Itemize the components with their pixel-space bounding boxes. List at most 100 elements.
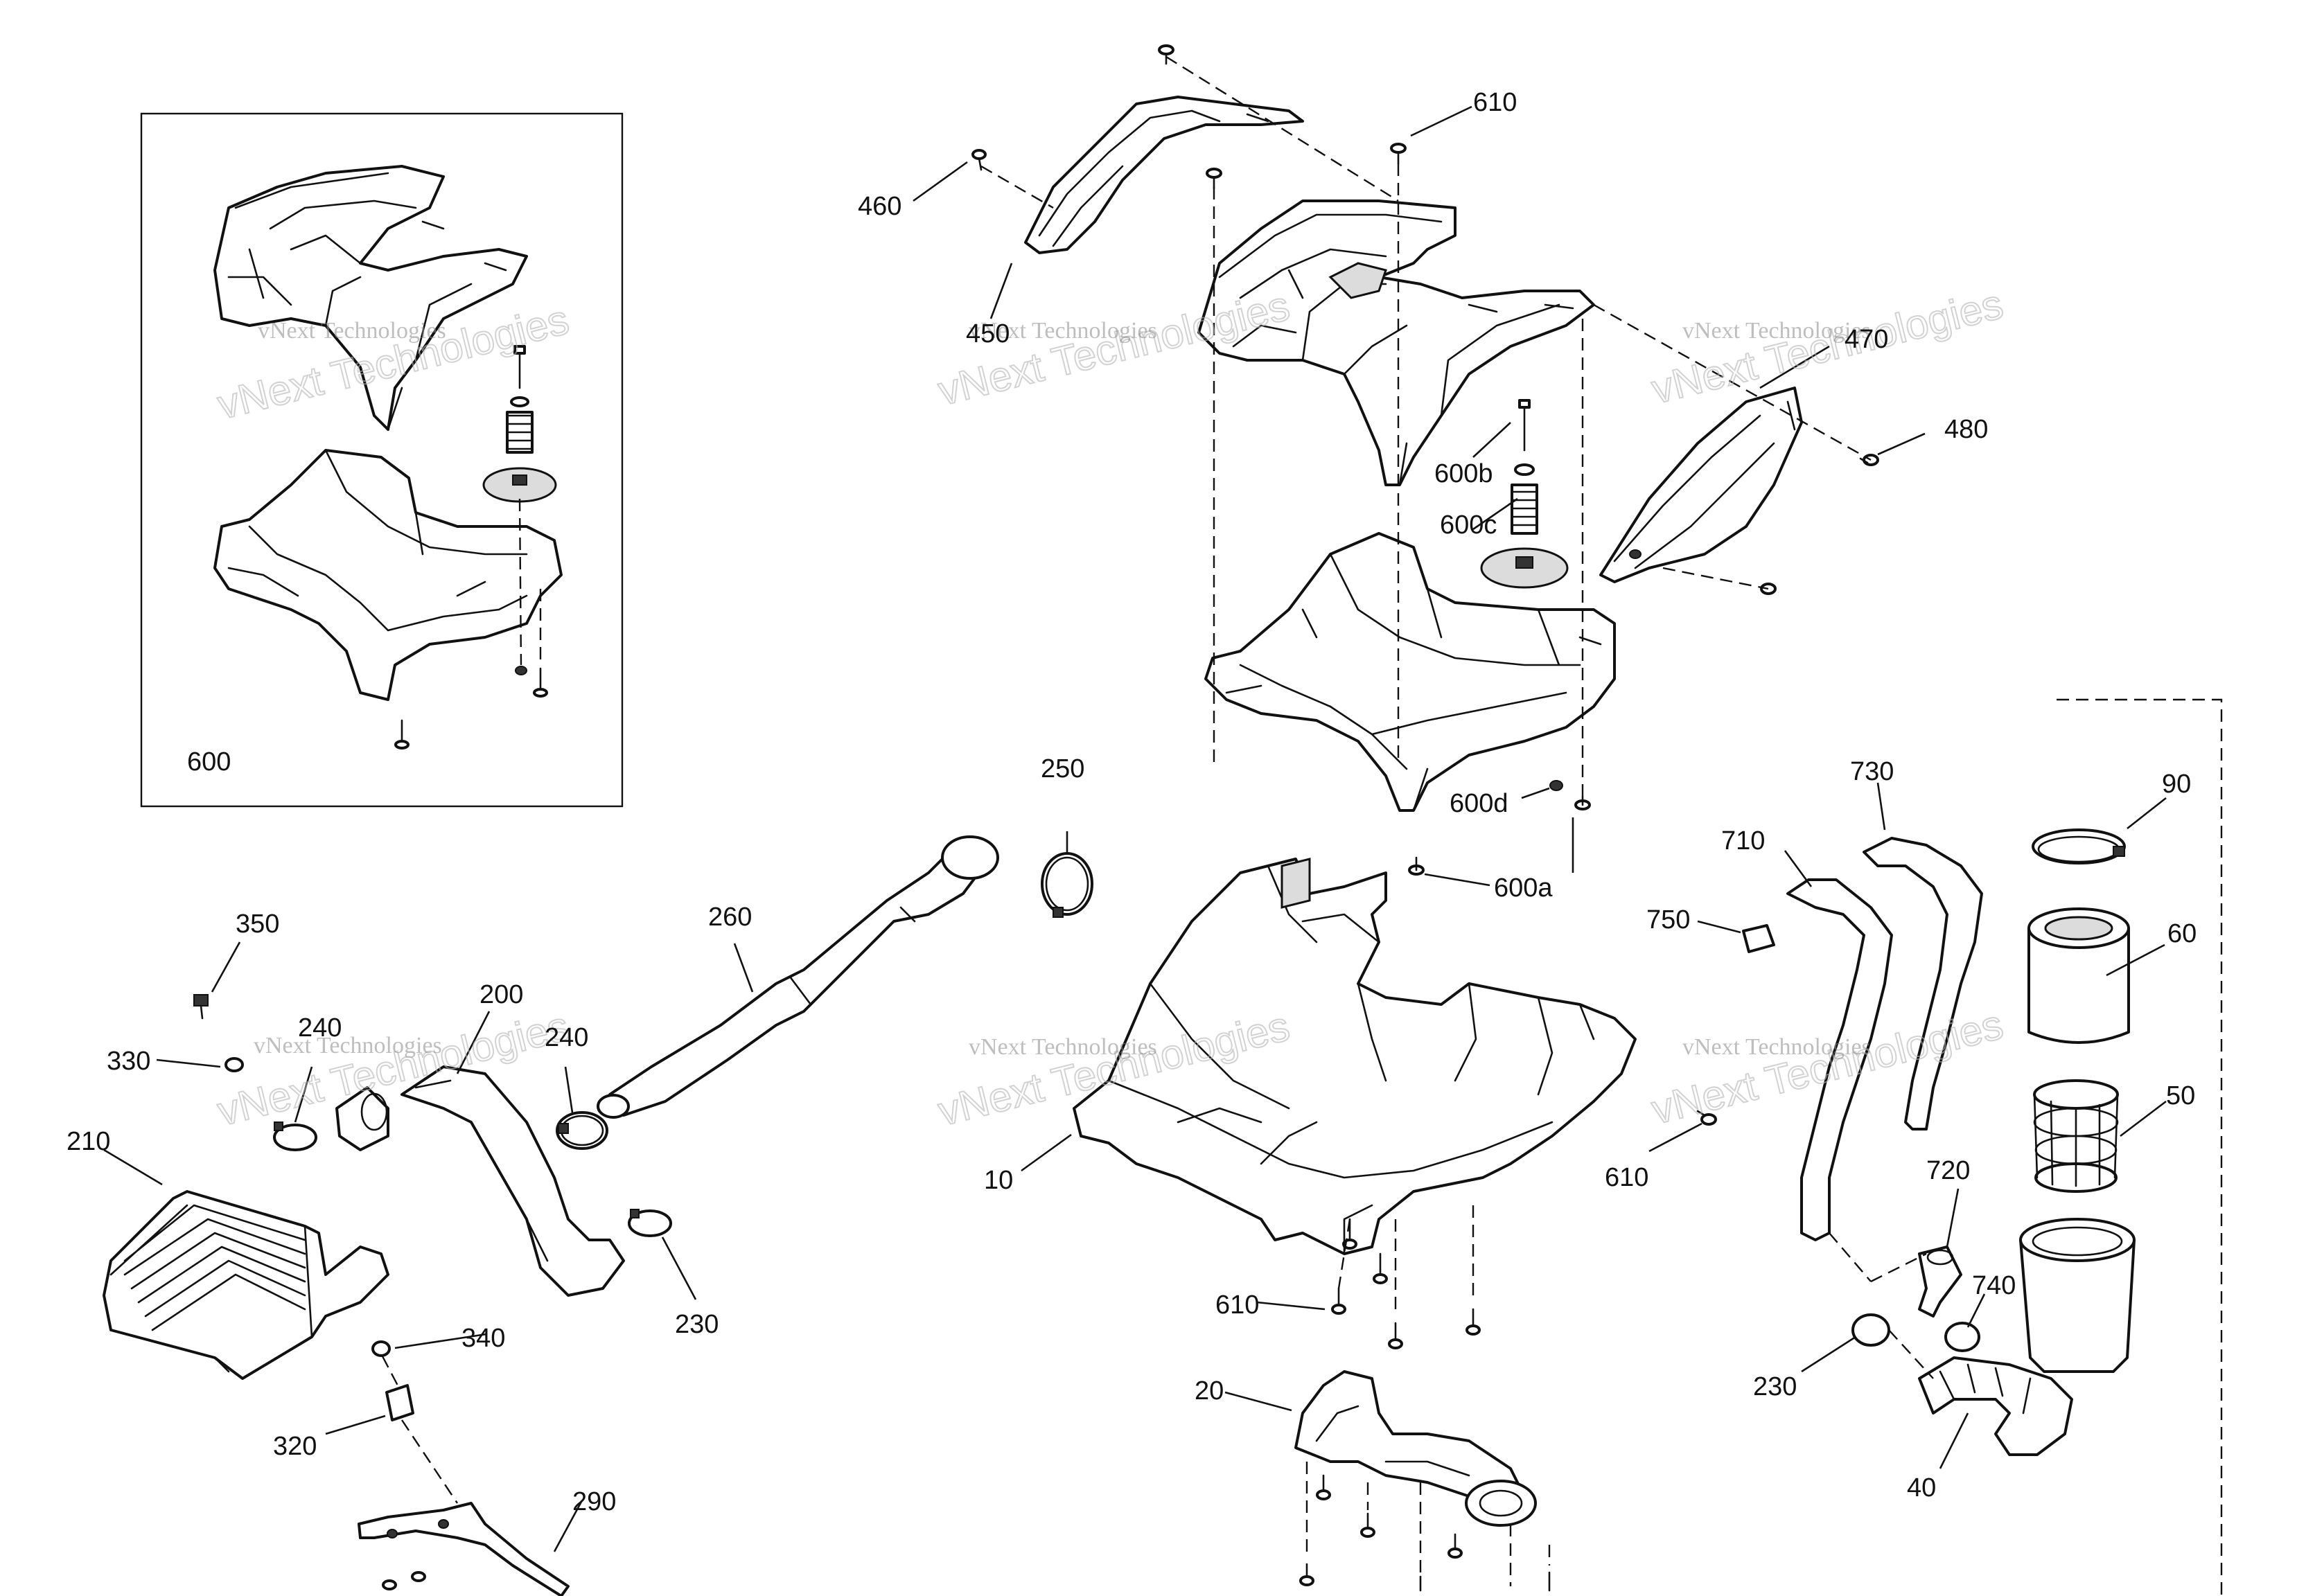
bolt-350	[193, 994, 209, 1020]
pipe-260	[597, 835, 999, 1119]
spring-assembly-600	[1480, 399, 1569, 589]
callout-60: 60	[2167, 919, 2197, 948]
callout-90: 90	[2162, 770, 2191, 799]
hose-200	[401, 1065, 625, 1297]
callout-230-left: 230	[675, 1310, 719, 1339]
callout-610-mid: 610	[1605, 1163, 1648, 1192]
screw-480	[1859, 454, 1879, 466]
callout-290: 290	[572, 1487, 616, 1516]
clamp-230-right	[1851, 1313, 1890, 1347]
callout-600b: 600b	[1434, 459, 1493, 488]
callout-600c: 600c	[1440, 511, 1497, 540]
clip-320	[381, 1356, 458, 1504]
screws-under-duct	[1331, 1205, 1481, 1349]
callout-210: 210	[67, 1127, 110, 1156]
inset-bolts	[394, 498, 548, 750]
callout-50: 50	[2166, 1081, 2195, 1110]
air-duct-10	[1073, 858, 1637, 1255]
watermark-small: vNext Technologies	[1682, 1034, 1871, 1060]
callout-10: 10	[984, 1166, 1013, 1195]
cap-750	[1742, 924, 1775, 953]
inset-upper-airbox-cover	[213, 165, 528, 431]
screw-600d	[1549, 780, 1563, 791]
clamp-240-right	[556, 1111, 608, 1150]
clamp-90	[2032, 828, 2126, 864]
lower-airbox	[1204, 532, 1616, 812]
watermark-big: vNext Technologies	[1647, 281, 2007, 413]
filter-housing	[2019, 1218, 2136, 1373]
coupler-240-left	[273, 1086, 389, 1151]
callout-200: 200	[479, 980, 523, 1009]
upper-airbox-cover	[1197, 200, 1595, 486]
callout-730: 730	[1850, 757, 1894, 786]
callout-340: 340	[461, 1324, 505, 1353]
hose-730	[1863, 837, 1983, 1130]
dash-frame	[2057, 698, 2223, 1596]
dash-e	[1593, 303, 1872, 461]
callout-750: 750	[1646, 905, 1690, 934]
dash-i	[1870, 1252, 1927, 1283]
watermark-small: vNext Technologies	[254, 1033, 442, 1058]
bracket-290	[358, 1502, 570, 1596]
watermark-small: vNext Technologies	[969, 1034, 1157, 1060]
duct-20	[1294, 1370, 1537, 1527]
watermark-small: vNext Technologies	[1682, 318, 1871, 344]
screws-bottom	[1299, 1462, 1551, 1592]
side-cover-470	[1599, 387, 1803, 583]
intercooler-210	[103, 1190, 389, 1380]
watermark-small: vNext Technologies	[969, 318, 1157, 344]
screw-610-top	[1390, 143, 1407, 165]
inset-screw-spring	[482, 345, 557, 503]
screw-left-cover	[1206, 168, 1222, 190]
callout-720: 720	[1926, 1156, 1970, 1185]
inset-lower-airbox	[213, 449, 563, 701]
callout-330: 330	[107, 1047, 150, 1076]
callout-610-top: 610	[1473, 88, 1517, 117]
callout-250: 250	[1041, 754, 1084, 783]
callout-600a: 600a	[1494, 874, 1553, 903]
callout-240-right: 240	[545, 1023, 588, 1052]
callout-320: 320	[273, 1432, 317, 1461]
clamp-230-left	[628, 1209, 672, 1237]
callout-350: 350	[236, 910, 279, 939]
clamp-740	[1944, 1322, 1980, 1352]
callout-230-right: 230	[1753, 1372, 1797, 1401]
nut-340	[371, 1340, 391, 1357]
callout-240-left: 240	[298, 1013, 342, 1043]
callout-40: 40	[1907, 1473, 1936, 1502]
dash-g	[1662, 567, 1769, 590]
callout-600: 600	[187, 747, 231, 777]
callout-labels: 600 610 460 450 470 480 600b 600c 600d 6…	[67, 88, 2197, 1516]
elbow-40	[1918, 1356, 2073, 1456]
screw-600a-right	[1574, 795, 1591, 810]
dash-h	[1829, 1232, 1872, 1282]
callout-20: 20	[1195, 1376, 1224, 1406]
screw-460	[971, 149, 987, 171]
clamp-250	[1041, 852, 1093, 918]
callout-470: 470	[1845, 325, 1888, 354]
filter-cage-50	[2033, 1079, 2119, 1193]
callout-460: 460	[858, 192, 901, 221]
callout-710: 710	[1721, 826, 1765, 855]
screw-600a-left	[1408, 856, 1425, 876]
leader-lines	[103, 105, 2167, 1552]
screw-610-mid	[1696, 1110, 1717, 1126]
callout-740: 740	[1972, 1271, 2016, 1300]
callout-480: 480	[1944, 415, 1988, 444]
callout-600d: 600d	[1450, 789, 1508, 818]
screw-top	[1158, 44, 1174, 65]
fitting-720	[1918, 1245, 1962, 1318]
callout-450: 450	[966, 319, 1010, 348]
callout-260: 260	[708, 903, 752, 932]
dash-b	[980, 165, 1054, 209]
filter-60	[2027, 907, 2130, 1044]
dash-a	[1165, 55, 1399, 202]
callout-610-low: 610	[1215, 1291, 1259, 1320]
washer-330	[225, 1057, 244, 1072]
watermark-small: vNext Technologies	[258, 318, 446, 344]
cover-bracket-450	[1024, 96, 1304, 254]
inset-frame	[140, 112, 624, 808]
dash-j	[1888, 1329, 1934, 1379]
hose-710	[1786, 878, 1893, 1241]
